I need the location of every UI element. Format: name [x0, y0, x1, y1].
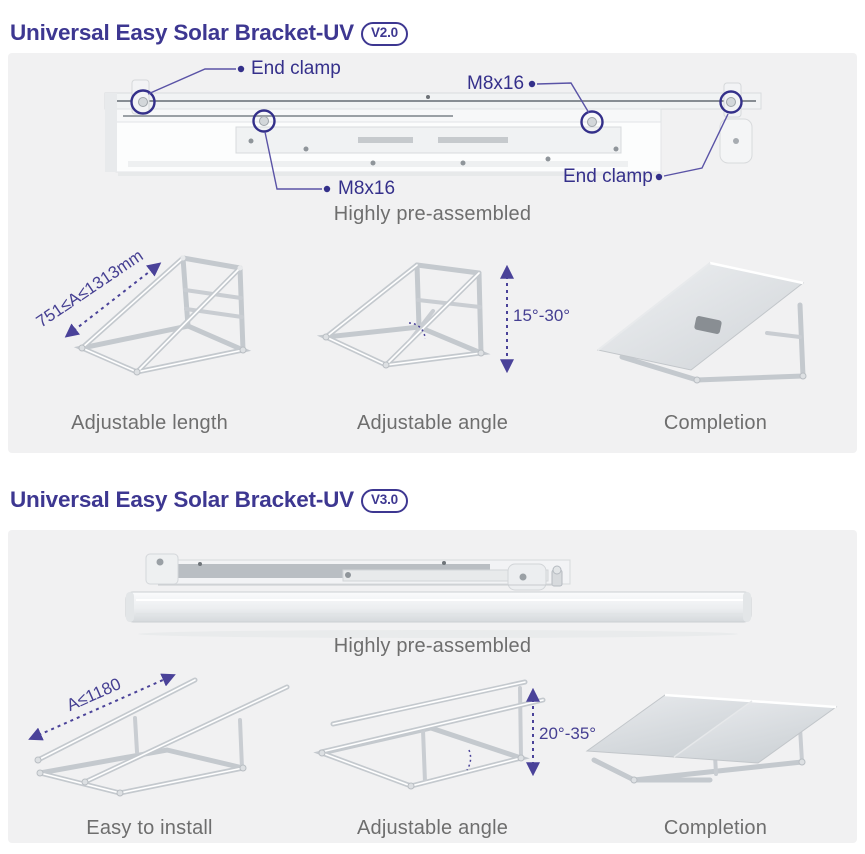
angle-arc	[466, 749, 472, 771]
dimension-label-angle-v2: 15°-30°	[513, 306, 571, 325]
figure-easy-install: Easy to install	[8, 662, 291, 842]
annotation-m8x16-right: M8x16	[467, 73, 525, 94]
junction-box	[694, 316, 722, 334]
figure-adjustable-length: Adjustable length	[8, 245, 291, 445]
bracket-frame	[316, 262, 491, 369]
section-v3-title: Universal Easy Solar Bracket-UV V3.0	[10, 487, 408, 513]
dimension-label-angle-v3: 20°-35°	[539, 724, 597, 743]
completed-array-illustration	[585, 693, 838, 784]
hero-caption-v3: Highly pre-assembled	[333, 635, 532, 657]
rail-v3-illustration	[125, 553, 752, 638]
annotation-end-clamp-right: End clamp	[563, 166, 653, 187]
length-dimension-arrow	[28, 673, 176, 741]
figure-completion-v2: Completion	[574, 245, 857, 445]
product-name: Universal Easy Solar Bracket-UV	[10, 20, 354, 46]
section-v2-title: Universal Easy Solar Bracket-UV V2.0	[10, 20, 408, 46]
figure-row-v3: Easy to install	[8, 662, 857, 842]
figure-caption: Adjustable angle	[356, 817, 509, 839]
solar-panel	[596, 261, 805, 371]
rail-v2-illustration	[104, 65, 762, 193]
hero-v3: Highly pre-assembled	[8, 530, 857, 662]
figure-caption: Completion	[663, 817, 768, 839]
version-badge-v3: V3.0	[360, 489, 408, 513]
bracket-frame	[313, 679, 546, 790]
easy-install-illustration	[28, 673, 290, 797]
figure-caption: Adjustable angle	[356, 412, 509, 434]
bracket-frame	[619, 302, 807, 384]
completed-bracket-illustration	[596, 261, 807, 384]
figure-row-v2: Adjustable length	[8, 245, 857, 445]
solar-panels	[585, 693, 838, 764]
figure-completion-v3: Completion	[574, 662, 857, 842]
panel-v3: Highly pre-assembled	[8, 530, 857, 843]
leader-lines	[147, 65, 729, 193]
figure-caption: Completion	[663, 412, 768, 434]
rail-body	[125, 553, 752, 638]
product-name: Universal Easy Solar Bracket-UV	[10, 487, 354, 513]
hero-v2: End clamp M8x16 M8x16 End clamp Highly p…	[8, 53, 857, 243]
rail-body	[104, 79, 762, 176]
figure-caption: Adjustable length	[71, 412, 228, 434]
figure-caption: Easy to install	[86, 817, 213, 839]
figure-adjustable-angle-v2: Adjustable angle	[291, 245, 574, 445]
version-badge-v2: V2.0	[360, 22, 408, 46]
bracket-angle-illustration	[316, 262, 514, 374]
length-dimension-arrow	[64, 262, 162, 338]
panel-v2: End clamp M8x16 M8x16 End clamp Highly p…	[8, 53, 857, 453]
angle-v3-illustration	[313, 679, 546, 790]
annotation-m8x16-bottom: M8x16	[338, 178, 396, 199]
annotation-rings	[130, 89, 743, 134]
figure-adjustable-angle-v3: Adjustable angle	[291, 662, 574, 842]
bracket-length-illustration	[64, 255, 252, 376]
annotation-end-clamp-left: End clamp	[251, 58, 341, 79]
hero-caption-v2: Highly pre-assembled	[333, 203, 532, 225]
